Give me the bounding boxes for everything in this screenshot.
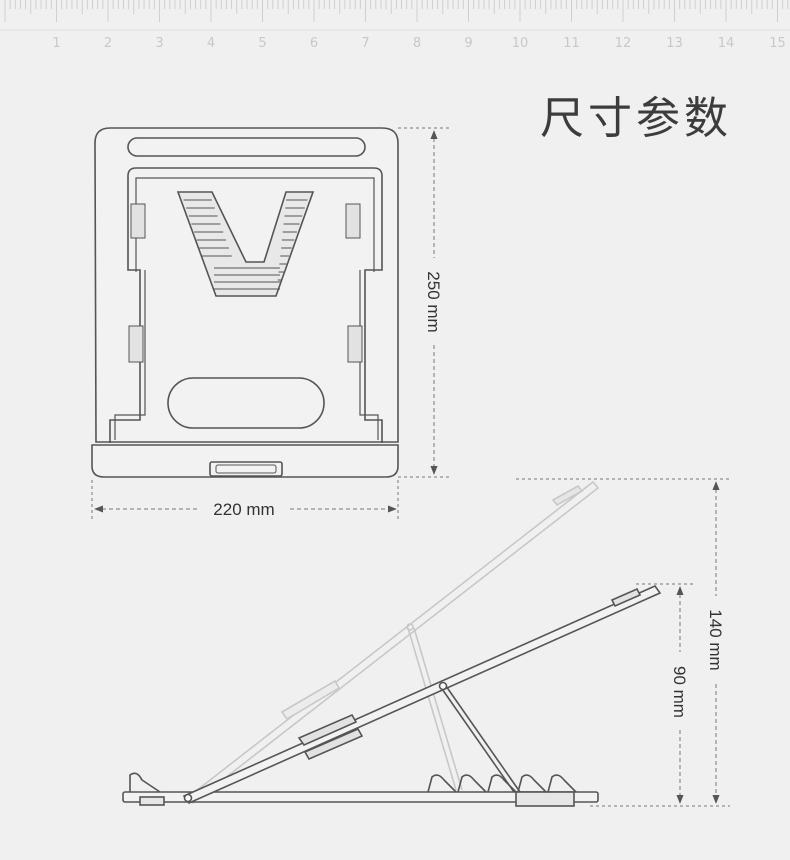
ratchet-notches — [427, 774, 577, 793]
side-clip-2 — [303, 727, 364, 761]
ruler-number: 5 — [258, 36, 266, 51]
width-label: 220 mm — [213, 500, 274, 519]
clip-bl — [128, 325, 144, 363]
min-height-dimension: 90 mm — [636, 583, 694, 804]
ruler-number: 15 — [769, 36, 786, 51]
max-height-label: 140 mm — [706, 609, 725, 670]
side-base-hook — [129, 772, 161, 793]
ruler-number: 14 — [718, 36, 735, 51]
ruler-number: 9 — [464, 36, 472, 51]
pivot-top — [438, 681, 448, 691]
ruler-number: 8 — [413, 36, 421, 51]
ghost-strut — [407, 627, 457, 791]
max-height-dimension: 140 mm — [516, 478, 730, 807]
handle-slot — [127, 137, 366, 157]
min-height-label: 90 mm — [670, 666, 689, 718]
ruler-number: 12 — [615, 36, 632, 51]
ruler-ticks — [4, 0, 789, 22]
ghost-clip — [280, 679, 341, 721]
ruler-number: 4 — [207, 36, 215, 51]
side-strut — [439, 685, 515, 793]
side-view-stand — [122, 585, 662, 807]
ruler-number: 1 — [52, 36, 60, 51]
side-top-lip — [610, 587, 642, 608]
depth-dimension: 250 mm — [398, 127, 450, 478]
bottom-latch — [209, 461, 283, 477]
ruler-number: 6 — [310, 36, 318, 51]
ruler-number: 10 — [512, 36, 529, 51]
v-support — [176, 191, 315, 297]
side-base-foot-left — [139, 796, 165, 806]
side-top-plate — [182, 585, 662, 804]
inner-rail-left — [114, 270, 146, 440]
ruler-number: 3 — [155, 36, 163, 51]
width-dimension: 220 mm — [91, 480, 399, 522]
top-view-stand — [91, 127, 399, 478]
ruler-number: 13 — [666, 36, 683, 51]
side-base — [122, 791, 599, 803]
ghost-top-lip — [551, 484, 584, 507]
bottom-latch-inner — [215, 464, 277, 474]
clip-tl — [130, 203, 146, 239]
side-base-foot-right — [515, 791, 575, 807]
inner-frame — [109, 167, 383, 443]
ruler-number: 11 — [563, 36, 580, 51]
depth-label: 250 mm — [424, 271, 443, 332]
oval-cutout — [167, 377, 325, 429]
page-title: 尺寸参数 — [540, 93, 732, 144]
ruler-number: 7 — [361, 36, 369, 51]
pivot-hinge — [183, 793, 193, 803]
clip-br — [347, 325, 363, 363]
ruler-number: 2 — [104, 36, 112, 51]
side-clip — [297, 713, 358, 746]
clip-tr — [345, 203, 361, 239]
v-support-ribs — [183, 199, 308, 290]
bottom-rail — [91, 444, 399, 478]
